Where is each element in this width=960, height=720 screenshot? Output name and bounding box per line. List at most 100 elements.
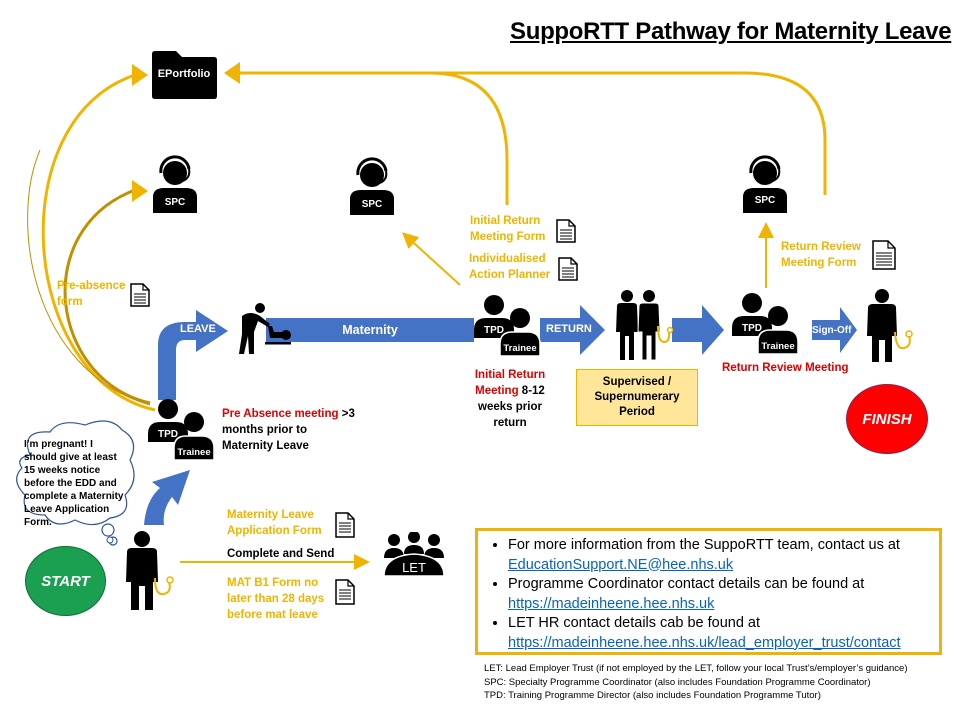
- trainee-label: Trainee: [177, 447, 211, 458]
- return-review-form-label: Return Review Meeting Form: [781, 239, 861, 271]
- info-item: LET HR contact details cab be found at h…: [508, 614, 929, 653]
- document-icon[interactable]: [130, 283, 150, 307]
- headset-person-icon: [153, 155, 197, 213]
- mat-b1-form-label: MAT B1 Form no later than 28 days before…: [227, 575, 324, 623]
- initial-return-meeting-line: return: [493, 417, 527, 429]
- doctor-icon-finish: [867, 289, 913, 362]
- pre-absence-meeting-node[interactable]: TPD Trainee: [146, 398, 218, 461]
- document-icon[interactable]: [335, 579, 355, 605]
- initial-return-meeting-node[interactable]: TPD Trainee: [472, 294, 544, 357]
- thought-dot-3: [106, 536, 114, 544]
- contact-info-box: For more information from the SuppoRTT t…: [475, 528, 942, 655]
- form-label-line: Meeting Form: [470, 231, 546, 243]
- form-label-line: Application Form: [227, 525, 322, 537]
- start-diagonal-arrow: [144, 470, 190, 525]
- start-node[interactable]: START: [25, 546, 106, 616]
- return-arrow-label: RETURN: [546, 323, 592, 335]
- thought-dot-1: [101, 523, 115, 537]
- form-label-line: Meeting Form: [781, 257, 857, 269]
- document-icon[interactable]: [558, 257, 578, 281]
- eportfolio-node[interactable]: EPortfolio: [150, 50, 218, 100]
- review-to-eportfolio-line: [430, 71, 827, 195]
- maternity-bar-label: Maternity: [342, 323, 398, 337]
- info-item-text: LET HR contact details cab be found at: [508, 615, 761, 631]
- tpd-label: TPD: [158, 429, 178, 440]
- group-icon: [383, 531, 445, 577]
- form-label-line: later than 28 days: [227, 593, 325, 605]
- spc-label: SPC: [754, 195, 776, 206]
- folder-icon: [152, 51, 217, 99]
- document-icon[interactable]: [872, 240, 896, 270]
- form-label-line: Initial Return: [470, 215, 541, 227]
- supervised-line: Period: [619, 406, 655, 418]
- form-label-line: Individualised: [469, 253, 546, 265]
- info-item: Programme Coordinator contact details ca…: [508, 575, 929, 614]
- arrowhead-eportfolio-right: [224, 62, 240, 84]
- form-label-line: Action Planner: [469, 269, 551, 281]
- email-link[interactable]: EducationSupport.NE@hee.nhs.uk: [508, 556, 734, 573]
- maternity-bar: [266, 318, 474, 342]
- tpd-label: TPD: [742, 323, 762, 334]
- spc-node-left[interactable]: SPC: [150, 155, 200, 215]
- tpd-label: TPD: [484, 325, 504, 336]
- document-icon[interactable]: [556, 219, 576, 243]
- headset-person-icon: [350, 157, 394, 215]
- doctor-icon-start: [126, 531, 174, 610]
- spc-node-right[interactable]: SPC: [740, 155, 790, 215]
- document-icon[interactable]: [335, 512, 355, 538]
- supervised-period-box: Supervised / Supernumerary Period: [576, 369, 698, 426]
- coordinator-link[interactable]: https://madeinheene.hee.nhs.uk: [508, 595, 715, 612]
- meeting-people-icon: [148, 399, 215, 461]
- return-review-meeting-node[interactable]: TPD Trainee: [730, 292, 802, 355]
- initial-return-meeting-line: weeks prior: [478, 401, 542, 413]
- pre-absence-form-label: Pre-absence form: [57, 278, 125, 310]
- trainee-label: Trainee: [761, 341, 795, 352]
- let-node[interactable]: LET: [382, 531, 446, 577]
- form-label-line: MAT B1 Form no: [227, 577, 319, 589]
- curve-outer-gold: [27, 149, 151, 406]
- meeting-people-icon: [732, 293, 799, 355]
- legend-line: TPD: Training Programme Director (also i…: [484, 690, 821, 701]
- trainee-label: Trainee: [503, 343, 537, 354]
- return-arrow: [540, 305, 605, 355]
- form-label-line: form: [57, 296, 83, 308]
- pre-absence-meeting-line: Maternity Leave: [222, 440, 309, 452]
- let-label: LET: [402, 560, 426, 575]
- initial-return-meeting-time: 8-12: [518, 385, 545, 397]
- thought-bubble-shape: [16, 420, 135, 526]
- finish-node[interactable]: FINISH: [846, 384, 928, 454]
- spc-node-middle[interactable]: SPC: [347, 157, 397, 217]
- form-label-line: Return Review: [781, 241, 861, 253]
- initial-return-meeting-title: Meeting: [475, 385, 519, 397]
- arrowhead-eportfolio-left: [132, 64, 148, 86]
- headset-person-icon: [743, 155, 787, 213]
- supervised-line: Supervised /: [602, 376, 672, 388]
- two-doctors-icon: [616, 290, 674, 361]
- form-label-line: Pre-absence: [57, 280, 126, 292]
- initial-return-meeting-text: Initial Return Meeting 8-12 weeks prior …: [466, 367, 554, 431]
- eportfolio-label: EPortfolio: [157, 68, 211, 80]
- abbreviation-legend: LET: Lead Employer Trust (if not employe…: [484, 662, 907, 703]
- sign-off-arrow-label: Sign-Off: [812, 325, 852, 336]
- pre-absence-meeting-title: Pre Absence meeting: [222, 408, 339, 420]
- review-arrow: [672, 305, 724, 355]
- pre-absence-meeting-text: Pre Absence meeting >3 months prior to M…: [222, 406, 362, 454]
- form-label-line: before mat leave: [227, 609, 318, 621]
- legend-line: SPC: Specialty Programme Coordinator (al…: [484, 676, 871, 688]
- curve-to-eportfolio-left: [41, 73, 156, 412]
- spc-label: SPC: [361, 199, 383, 210]
- let-hr-link[interactable]: https://madeinheene.hee.nhs.uk/lead_empl…: [508, 634, 901, 651]
- info-item-text: For more information from the SuppoRTT t…: [508, 537, 900, 553]
- maternity-leave-app-form-label: Maternity Leave Application Form: [227, 507, 322, 539]
- leave-arrow: [158, 310, 228, 400]
- initial-return-form-label: Initial Return Meeting Form: [470, 213, 545, 245]
- pre-absence-meeting-line: months prior to: [222, 424, 307, 436]
- leave-arrow-label: LEAVE: [180, 323, 216, 335]
- info-item-text: Programme Coordinator contact details ca…: [508, 576, 865, 592]
- form-label-line: Maternity Leave: [227, 509, 314, 521]
- legend-line: LET: Lead Employer Trust (if not employe…: [484, 663, 908, 674]
- complete-send-label: Complete and Send: [227, 548, 335, 560]
- initial-return-meeting-title: Initial Return: [474, 369, 546, 381]
- info-item: For more information from the SuppoRTT t…: [508, 536, 929, 575]
